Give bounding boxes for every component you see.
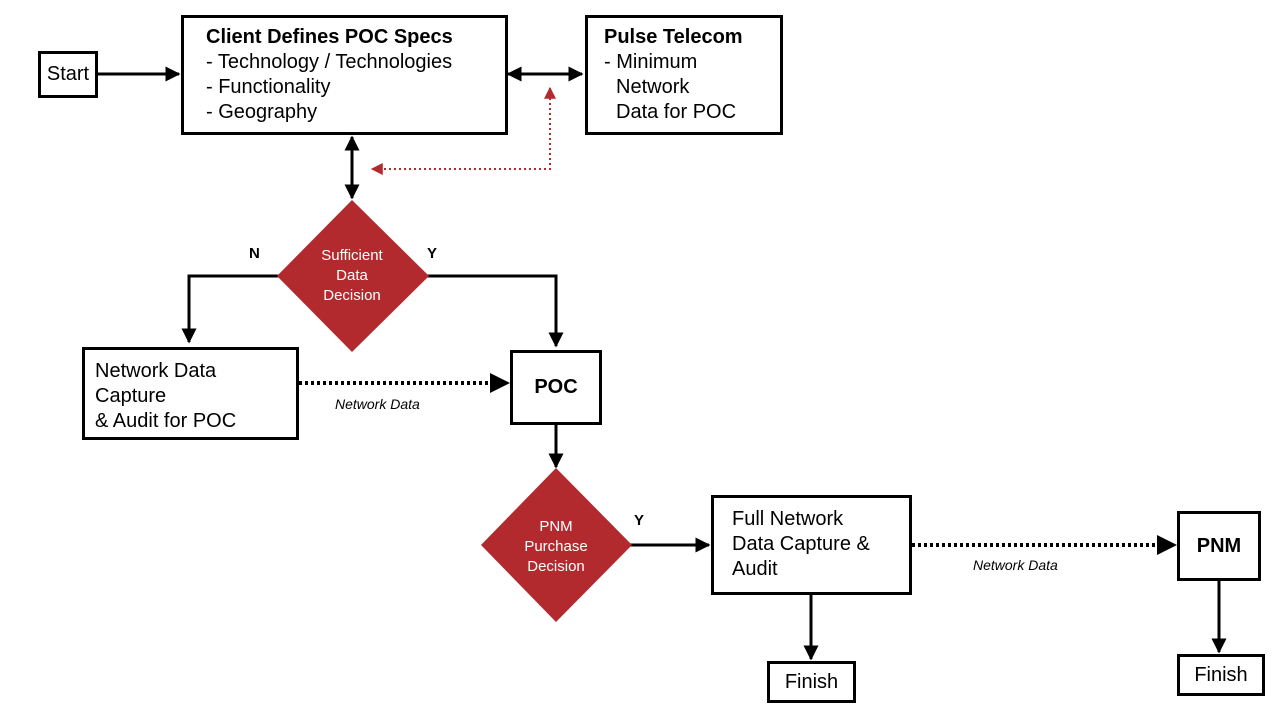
arrow-decision-no — [181, 274, 283, 344]
pulse-telecom-item: Data for POC — [616, 101, 737, 123]
client-specs-box: Client Defines POC Specs - Technology / … — [181, 15, 508, 135]
decision-line: Data — [336, 267, 368, 284]
pnm-box: PNM — [1177, 511, 1261, 581]
start-label: Start — [46, 63, 90, 85]
client-specs-item: - Geography — [206, 101, 318, 123]
decision-line: Sufficient — [321, 247, 383, 264]
network-capture-line: & Audit for POC — [95, 410, 237, 432]
full-capture-line: Audit — [732, 558, 778, 580]
finish-label: Finish — [784, 670, 839, 693]
decision-line: Decision — [527, 558, 585, 575]
poc-box: POC — [510, 350, 602, 425]
finish-box: Finish — [1177, 654, 1265, 696]
pnm-label: PNM — [1196, 534, 1242, 557]
full-capture-line: Data Capture & — [732, 533, 870, 555]
network-data-label: Network Data — [335, 396, 420, 412]
arrow-decision-yes — [422, 274, 564, 348]
network-capture-line: Network Data — [95, 360, 217, 382]
network-capture-poc-box: Network Data Capture & Audit for POC — [82, 347, 299, 440]
sufficient-data-decision-diamond — [277, 200, 429, 352]
sufficient-data-decision-label: Sufficient Data Decision — [302, 246, 402, 306]
pulse-telecom-title: Pulse Telecom — [604, 26, 743, 48]
client-specs-item: - Technology / Technologies — [206, 51, 453, 73]
yes-label: Y — [427, 245, 438, 262]
finish-box: Finish — [767, 661, 856, 703]
full-network-capture-box: Full Network Data Capture & Audit — [711, 495, 912, 595]
full-capture-line: Full Network — [732, 508, 844, 530]
pnm-purchase-decision-label: PNM Purchase Decision — [506, 517, 606, 577]
pulse-telecom-item: Network — [616, 76, 690, 98]
network-data-label: Network Data — [973, 557, 1058, 573]
pulse-telecom-box: Pulse Telecom - Minimum Network Data for… — [585, 15, 783, 135]
client-specs-title: Client Defines POC Specs — [206, 26, 453, 48]
decision-line: PNM — [539, 518, 573, 535]
yes-label: Y — [634, 512, 645, 529]
poc-label: POC — [534, 376, 578, 398]
decision-line: Purchase — [524, 538, 588, 555]
arrow-feedback-dotted — [370, 86, 556, 175]
pulse-telecom-item: - Minimum — [604, 51, 698, 73]
no-label: N — [249, 245, 260, 262]
finish-label: Finish — [1194, 663, 1248, 686]
network-capture-line: Capture — [95, 385, 167, 407]
decision-line: Decision — [323, 287, 381, 304]
pnm-purchase-decision-diamond — [481, 468, 632, 622]
client-specs-item: - Functionality — [206, 76, 331, 98]
start-box: Start — [38, 51, 98, 98]
